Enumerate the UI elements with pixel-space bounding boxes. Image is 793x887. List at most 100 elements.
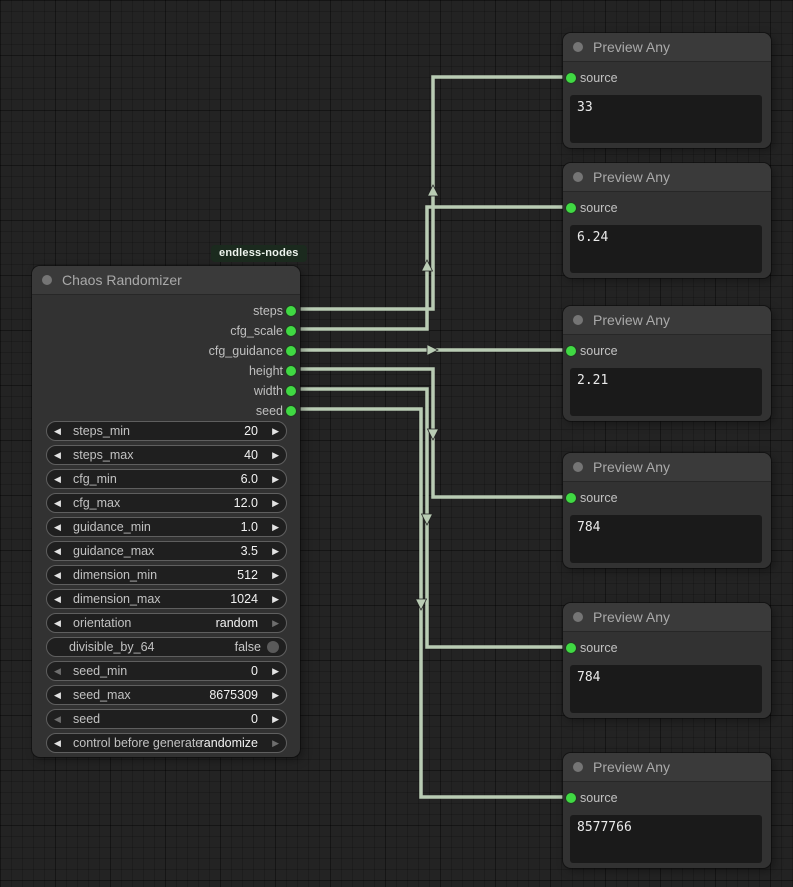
decrement-arrow-icon[interactable] — [54, 571, 69, 580]
node-header[interactable]: Chaos Randomizer — [32, 266, 300, 295]
prev-option-arrow-icon[interactable] — [54, 739, 69, 748]
node-title: Preview Any — [593, 759, 671, 775]
increment-arrow-icon[interactable] — [264, 595, 279, 604]
node-header[interactable]: Preview Any — [563, 33, 771, 62]
collapse-dot-icon[interactable] — [573, 612, 583, 622]
output-label: cfg_scale — [230, 324, 283, 338]
node-header[interactable]: Preview Any — [563, 306, 771, 335]
output-port-width[interactable] — [286, 386, 296, 396]
increment-arrow-icon[interactable] — [264, 715, 279, 724]
prev-option-arrow-icon[interactable] — [54, 619, 69, 628]
decrement-arrow-icon[interactable] — [54, 499, 69, 508]
next-option-arrow-icon[interactable] — [264, 619, 279, 628]
output-cfg-guidance: cfg_guidance — [32, 341, 300, 361]
input-port-source[interactable] — [566, 493, 576, 503]
increment-arrow-icon[interactable] — [264, 667, 279, 676]
collapse-dot-icon[interactable] — [42, 275, 52, 285]
node-preview-any-1[interactable]: Preview Any source 33 — [563, 33, 771, 148]
widget-dimension-max[interactable]: dimension_max 1024 — [46, 589, 287, 609]
input-port-source[interactable] — [566, 793, 576, 803]
decrement-arrow-icon[interactable] — [54, 547, 69, 556]
preview-value-box[interactable]: 6.24 — [570, 225, 762, 273]
input-port-source[interactable] — [566, 73, 576, 83]
node-header[interactable]: Preview Any — [563, 603, 771, 632]
preview-value-box[interactable]: 33 — [570, 95, 762, 143]
output-steps: steps — [32, 301, 300, 321]
widget-divisible-by-64[interactable]: divisible_by_64 false — [46, 637, 287, 657]
widget-seed[interactable]: seed 0 — [46, 709, 287, 729]
widget-dimension-min[interactable]: dimension_min 512 — [46, 565, 287, 585]
input-port-source[interactable] — [566, 643, 576, 653]
input-label: source — [580, 791, 618, 805]
widget-cfg-max[interactable]: cfg_max 12.0 — [46, 493, 287, 513]
wire-arrow-up-icon — [426, 184, 440, 197]
widget-steps-max[interactable]: steps_max 40 — [46, 445, 287, 465]
node-chaos-randomizer[interactable]: Chaos Randomizer steps cfg_scale cfg_gui… — [32, 266, 300, 757]
widget-cfg-min[interactable]: cfg_min 6.0 — [46, 469, 287, 489]
output-label: seed — [255, 404, 283, 418]
output-port-steps[interactable] — [286, 306, 296, 316]
output-label: steps — [253, 304, 283, 318]
increment-arrow-icon[interactable] — [264, 475, 279, 484]
input-label: source — [580, 201, 618, 215]
input-source: source — [563, 198, 771, 218]
node-title: Chaos Randomizer — [62, 272, 182, 288]
increment-arrow-icon[interactable] — [264, 499, 279, 508]
widget-seed-min[interactable]: seed_min 0 — [46, 661, 287, 681]
next-option-arrow-icon[interactable] — [264, 739, 279, 748]
input-port-source[interactable] — [566, 203, 576, 213]
increment-arrow-icon[interactable] — [264, 691, 279, 700]
output-port-cfg-guidance[interactable] — [286, 346, 296, 356]
increment-arrow-icon[interactable] — [264, 571, 279, 580]
node-preview-any-5[interactable]: Preview Any source 784 — [563, 603, 771, 718]
input-label: source — [580, 344, 618, 358]
toggle-knob-icon[interactable] — [267, 641, 279, 653]
node-title: Preview Any — [593, 609, 671, 625]
increment-arrow-icon[interactable] — [264, 523, 279, 532]
widget-guidance-min[interactable]: guidance_min 1.0 — [46, 517, 287, 537]
preview-value-box[interactable]: 2.21 — [570, 368, 762, 416]
output-port-seed[interactable] — [286, 406, 296, 416]
decrement-arrow-icon[interactable] — [54, 691, 69, 700]
collapse-dot-icon[interactable] — [573, 762, 583, 772]
collapse-dot-icon[interactable] — [573, 42, 583, 52]
output-port-height[interactable] — [286, 366, 296, 376]
collapse-dot-icon[interactable] — [573, 462, 583, 472]
decrement-arrow-icon[interactable] — [54, 667, 69, 676]
input-port-source[interactable] — [566, 346, 576, 356]
widget-orientation[interactable]: orientation random — [46, 613, 287, 633]
preview-value-box[interactable]: 8577766 — [570, 815, 762, 863]
decrement-arrow-icon[interactable] — [54, 475, 69, 484]
decrement-arrow-icon[interactable] — [54, 523, 69, 532]
preview-value-box[interactable]: 784 — [570, 515, 762, 563]
widget-guidance-max[interactable]: guidance_max 3.5 — [46, 541, 287, 561]
increment-arrow-icon[interactable] — [264, 451, 279, 460]
preview-value-box[interactable]: 784 — [570, 665, 762, 713]
wire-seed-to-preview-6 — [291, 407, 571, 799]
widget-steps-min[interactable]: steps_min 20 — [46, 421, 287, 441]
increment-arrow-icon[interactable] — [264, 427, 279, 436]
output-width: width — [32, 381, 300, 401]
node-title: Preview Any — [593, 169, 671, 185]
output-seed: seed — [32, 401, 300, 421]
widget-seed-max[interactable]: seed_max 8675309 — [46, 685, 287, 705]
decrement-arrow-icon[interactable] — [54, 595, 69, 604]
node-preview-any-3[interactable]: Preview Any source 2.21 — [563, 306, 771, 421]
node-preview-any-4[interactable]: Preview Any source 784 — [563, 453, 771, 568]
node-header[interactable]: Preview Any — [563, 163, 771, 192]
widget-control-before-generate[interactable]: control before generate randomize — [46, 733, 287, 753]
node-header[interactable]: Preview Any — [563, 753, 771, 782]
increment-arrow-icon[interactable] — [264, 547, 279, 556]
node-header[interactable]: Preview Any — [563, 453, 771, 482]
node-preview-any-2[interactable]: Preview Any source 6.24 — [563, 163, 771, 278]
decrement-arrow-icon[interactable] — [54, 427, 69, 436]
node-preview-any-6[interactable]: Preview Any source 8577766 — [563, 753, 771, 868]
collapse-dot-icon[interactable] — [573, 172, 583, 182]
wire-arrow-down-icon — [420, 513, 434, 526]
decrement-arrow-icon[interactable] — [54, 715, 69, 724]
decrement-arrow-icon[interactable] — [54, 451, 69, 460]
output-port-cfg-scale[interactable] — [286, 326, 296, 336]
collapse-dot-icon[interactable] — [573, 315, 583, 325]
output-height: height — [32, 361, 300, 381]
